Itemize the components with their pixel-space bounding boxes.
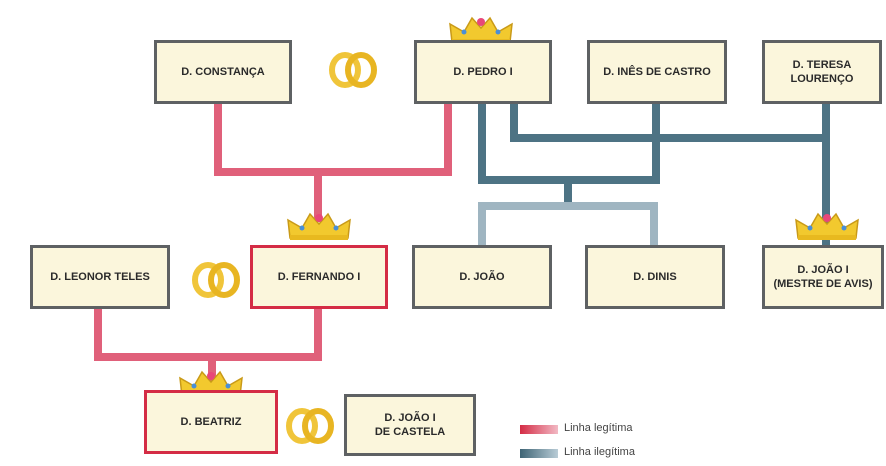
person-joao-i-mestre-de-avis: D. JOÃO I (MESTRE DE AVIS) <box>762 245 884 309</box>
person-teresa-lourenco: D. TERESA LOURENÇO <box>762 40 882 104</box>
illegitimate-line-pedro-teresa <box>510 102 830 247</box>
wedding-rings-icon <box>329 52 377 88</box>
legend-swatch-illegitimate <box>520 449 558 458</box>
legitimate-line-fernando-beatriz <box>94 306 322 392</box>
person-joao-i-de-castela: D. JOÃO I DE CASTELA <box>344 394 476 456</box>
person-dinis: D. DINIS <box>585 245 725 309</box>
person-pedro-i: D. PEDRO I <box>414 40 552 104</box>
legitimate-line-pedro-fernando <box>214 102 452 222</box>
illegitimate-line-pedro-ines <box>478 102 660 206</box>
wedding-rings-icon <box>192 262 240 298</box>
person-constanca: D. CONSTANÇA <box>154 40 292 104</box>
person-ines-de-castro: D. INÊS DE CASTRO <box>587 40 727 104</box>
illegitimate-children-branch <box>478 202 658 247</box>
legend-label-illegitimate: Linha ilegítima <box>564 446 635 458</box>
person-fernando-i: D. FERNANDO I <box>250 245 388 309</box>
legend-swatch-legitimate <box>520 425 558 434</box>
wedding-rings-icon <box>286 408 334 444</box>
person-leonor-teles: D. LEONOR TELES <box>30 245 170 309</box>
crown-icon <box>795 212 859 240</box>
person-beatriz: D. BEATRIZ <box>144 390 278 454</box>
crown-icon <box>287 212 351 240</box>
legend-label-legitimate: Linha legítima <box>564 422 633 434</box>
person-joao: D. JOÃO <box>412 245 552 309</box>
